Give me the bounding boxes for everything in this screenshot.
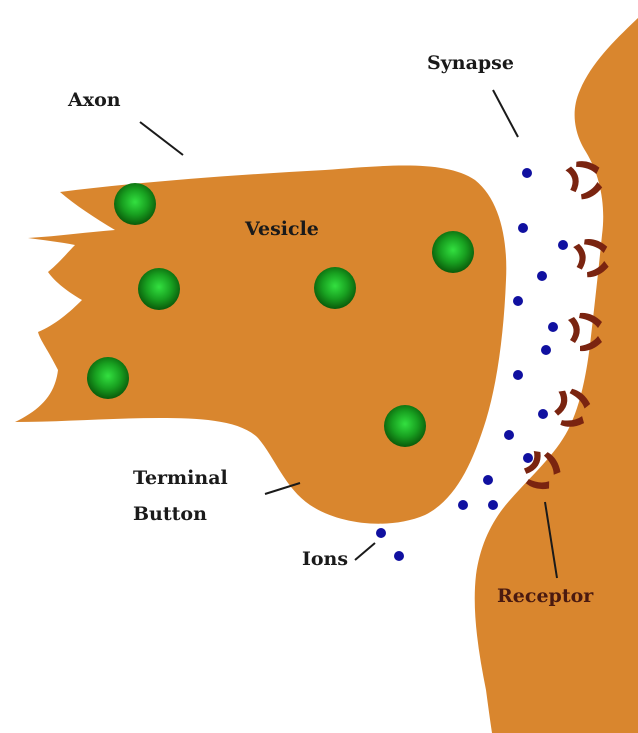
vesicle [114, 183, 156, 225]
vesicle [87, 357, 129, 399]
synapse-leader [493, 90, 518, 137]
receptor-label: Receptor [497, 585, 594, 607]
ion [541, 345, 551, 355]
ion [518, 223, 528, 233]
axon-label: Axon [67, 89, 121, 111]
ion [513, 296, 523, 306]
axon-leader [140, 122, 183, 155]
button-label: Button [133, 503, 207, 525]
ion [458, 500, 468, 510]
ion [522, 168, 532, 178]
ion [513, 370, 523, 380]
terminal-label: Terminal [133, 467, 228, 489]
vesicle [138, 268, 180, 310]
ion [376, 528, 386, 538]
ion [483, 475, 493, 485]
ion [558, 240, 568, 250]
vesicle [432, 231, 474, 273]
receptor [568, 313, 602, 351]
ion [538, 409, 548, 419]
ion [537, 271, 547, 281]
ions-label: Ions [302, 548, 348, 570]
ions-leader [355, 543, 375, 560]
vesicle-label: Vesicle [244, 218, 319, 240]
synapse-label: Synapse [427, 52, 514, 74]
vesicle [314, 267, 356, 309]
vesicle [384, 405, 426, 447]
ion [488, 500, 498, 510]
ion [504, 430, 514, 440]
ion [548, 322, 558, 332]
ion [394, 551, 404, 561]
postsynaptic-cell [475, 18, 638, 733]
ion [523, 453, 533, 463]
